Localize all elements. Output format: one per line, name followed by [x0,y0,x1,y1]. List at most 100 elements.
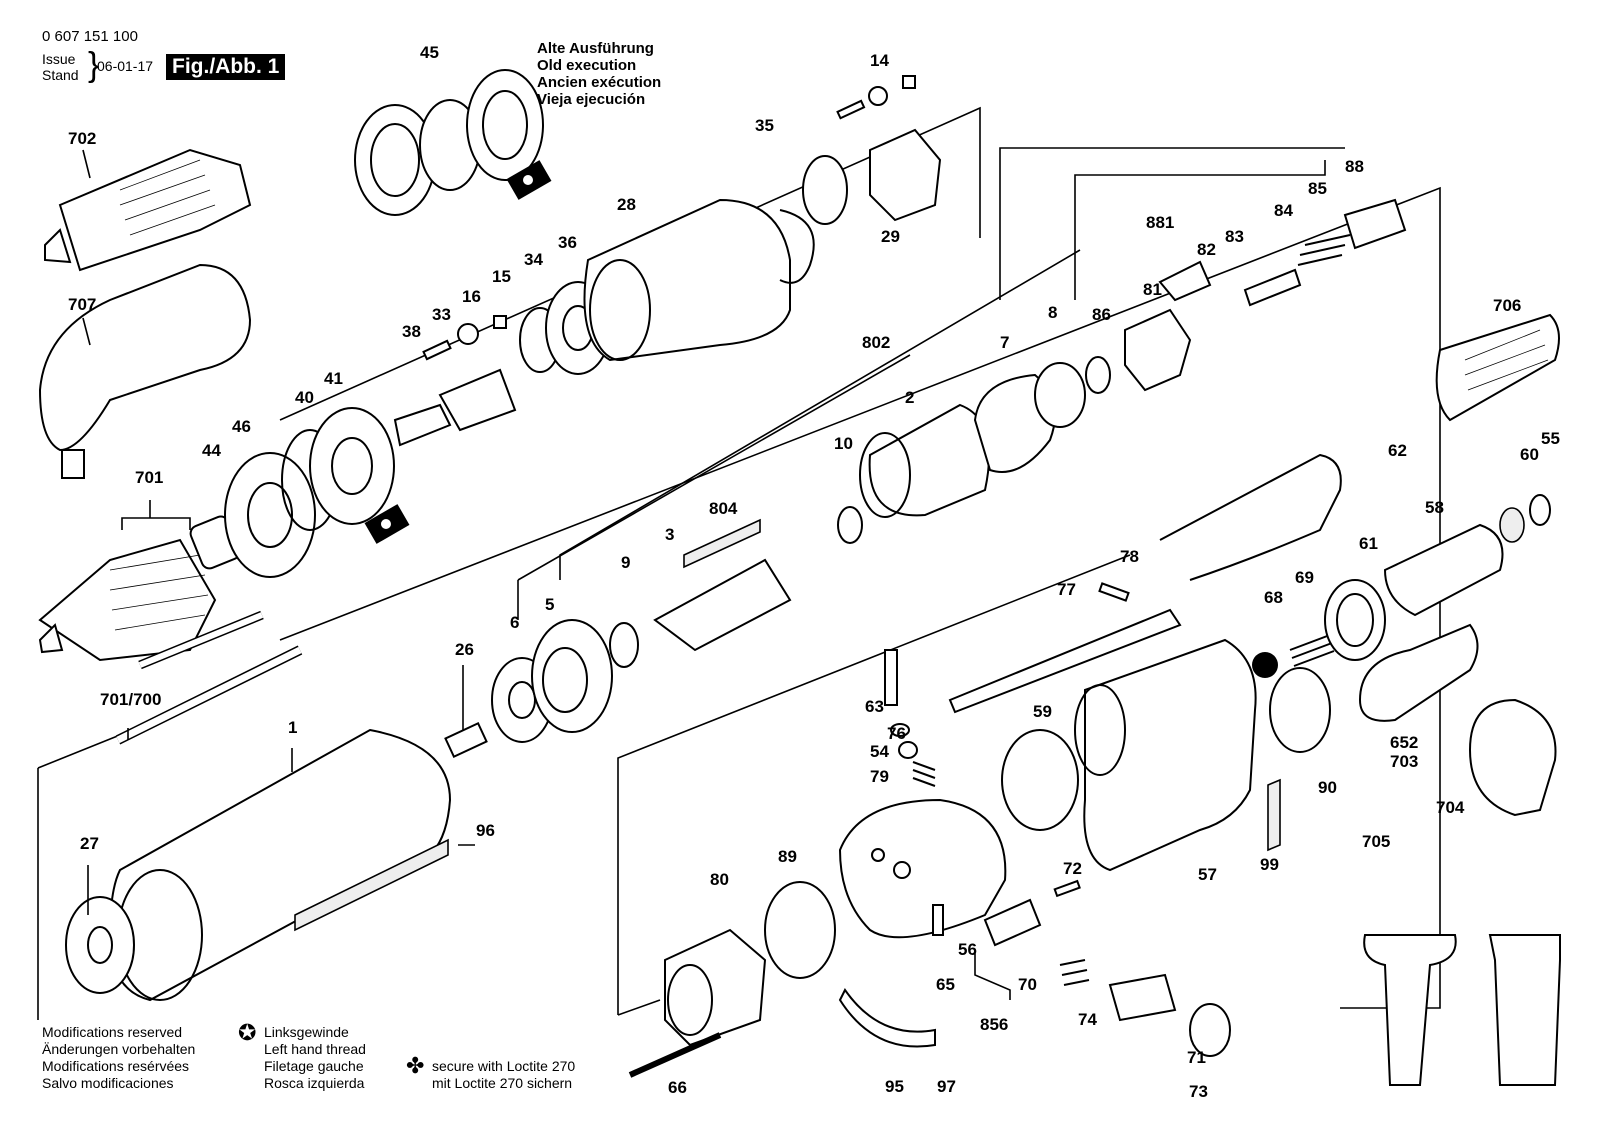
part-label-15: 15 [492,267,511,286]
part-label-702: 702 [68,129,96,148]
part-label-89: 89 [778,847,797,866]
part-label-41: 41 [324,369,343,388]
part-62-wire [1159,453,1342,581]
part-label-2: 2 [905,388,914,407]
part-label-8: 8 [1048,303,1057,322]
part-14-gear [868,86,888,106]
part-72-pin [1053,879,1081,898]
part-label-36: 36 [558,233,577,252]
part-90-nut [1269,667,1331,753]
part-label-85: 85 [1308,179,1327,198]
part-77-lever [948,608,1182,714]
part-71-valve [1108,973,1177,1022]
part-label-60: 60 [1520,445,1539,464]
old-execution-parts [354,69,552,216]
part-55-o-ring [1529,494,1551,526]
part-99-label [1267,778,1281,852]
lh-line-3: Filetage gauche [264,1058,364,1074]
issue-label: Issue [42,51,76,67]
part-95-clip [838,988,936,1048]
part-57-handle [1083,638,1257,872]
part-label-707: 707 [68,295,96,314]
part-38-shaft [393,403,452,447]
part-label-65: 65 [936,975,955,994]
part-number: 0 607 151 100 [42,28,138,45]
part-label-59: 59 [1033,702,1052,721]
part-59-seal [1001,729,1079,831]
loctite-icon: ✤ [406,1053,425,1078]
old-execution-es: Vieja ejecución [537,91,646,108]
upper-row-parts [189,75,942,578]
part-label-881: 881 [1146,213,1174,232]
part-label-40: 40 [295,388,314,407]
part-74-spring [1059,959,1090,986]
part-label-16: 16 [462,287,481,306]
part-label-45: 45 [420,43,439,62]
part-label-38: 38 [402,322,421,341]
part-76-o-ring [890,723,910,737]
part-28-ring-gear [583,198,791,362]
part-804-vane [683,518,761,569]
part-54-seal [898,741,918,759]
part-label-68: 68 [1264,588,1283,607]
part-35-circlip [779,209,815,284]
part-70-valve-stem [983,898,1042,947]
part-label-99: 99 [1260,855,1279,874]
bracket-lines [121,147,1345,1000]
part-41-bearing [309,407,395,525]
loctite-line-2: mit Loctite 270 sichern [432,1075,573,1091]
part-label-58: 58 [1425,498,1444,517]
part-704-bracket [1468,698,1557,817]
part-84-pin [1243,268,1302,307]
part-label-856: 856 [980,1015,1008,1034]
part-label-66: 66 [668,1078,687,1097]
part-60-strainer [1499,507,1525,543]
part-63-screw [884,649,898,706]
part-61-washer [1324,579,1386,661]
part-label-3: 3 [665,525,674,544]
mods-line-4: Salvo modificaciones [42,1075,174,1091]
part-label-33: 33 [432,305,451,324]
part-label-54: 54 [870,742,889,761]
part-label-34: 34 [524,250,543,269]
part-label-14: 14 [870,51,889,70]
part-label-56: 56 [958,940,977,959]
part-label-69: 69 [1295,568,1314,587]
old-execution-de: Alte Ausführung [537,40,654,57]
left-hand-thread-icon: ✪ [238,1020,257,1045]
part-label-81: 81 [1143,280,1162,299]
part-label-86: 86 [1092,305,1111,324]
part-label-1: 1 [288,718,297,737]
part-707-angle-head [38,263,252,452]
part-96-label [294,838,449,932]
part-27-washer [65,896,135,994]
part-label-55: 55 [1541,429,1560,448]
part-label-97: 97 [937,1077,956,1096]
lh-line-1: Linksgewinde [264,1024,349,1040]
part-705-side-handle-a [1363,934,1457,1086]
mods-line-2: Änderungen vorbehalten [42,1041,196,1057]
part-69-spring [1289,634,1335,667]
part-58-inlet-sleeve [1383,523,1504,617]
leader-lines [82,149,475,915]
part-label-70: 70 [1018,975,1037,994]
issue-stand-labels: Issue Stand [42,51,79,83]
part-3-rotor [653,558,792,652]
part-label-63: 63 [865,697,884,716]
middle-row-parts [65,198,1560,1002]
part-73-plug [1189,1003,1231,1057]
part-16-gear [457,323,479,345]
part-label-62: 62 [1388,441,1407,460]
part-86-washer [1085,356,1111,394]
part-label-77: 77 [1057,580,1076,599]
left-hand-thread-note: Linksgewinde Left hand thread Filetage g… [264,1024,366,1092]
part-5-end-plate [531,619,613,733]
brace-glyph: } [88,46,100,84]
part-label-82: 82 [1197,240,1216,259]
mods-line-3: Modifications resérvées [42,1058,190,1074]
part-label-704: 704 [1436,798,1465,817]
part-label-46: 46 [232,417,251,436]
part-66-rod [628,1032,722,1078]
part-8-bearing [1034,362,1086,428]
